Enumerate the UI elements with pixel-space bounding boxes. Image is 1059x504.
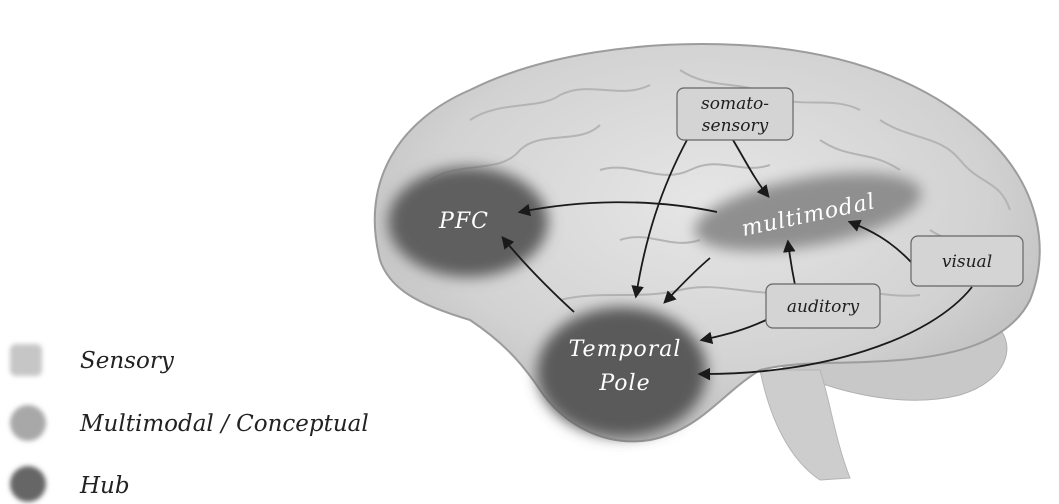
visual-box: visual: [911, 236, 1023, 286]
legend-swatch-multimodal: [10, 405, 46, 441]
legend-swatch-hub: [10, 466, 46, 502]
legend-label-multimodal: Multimodal / Conceptual: [79, 411, 369, 437]
temporal-pole-label-line1: Temporal: [569, 337, 682, 362]
legend-swatch-sensory: [10, 344, 42, 376]
legend-item-multimodal: Multimodal / Conceptual: [10, 405, 369, 441]
auditory-box: auditory: [766, 284, 880, 328]
legend-label-sensory: Sensory: [80, 348, 175, 374]
legend-label-hub: Hub: [79, 473, 130, 499]
somatosensory-box: somato- sensory: [677, 88, 793, 140]
somatosensory-label-line2: sensory: [702, 116, 769, 136]
pfc-label: PFC: [438, 209, 489, 234]
somatosensory-label-line1: somato-: [701, 94, 769, 114]
temporal-pole-label-line2: Pole: [598, 371, 650, 396]
legend-item-hub: Hub: [10, 466, 130, 502]
legend: Sensory Multimodal / Conceptual Hub: [10, 344, 369, 502]
legend-item-sensory: Sensory: [10, 344, 175, 376]
visual-label: visual: [942, 252, 992, 272]
auditory-label: auditory: [787, 297, 860, 317]
